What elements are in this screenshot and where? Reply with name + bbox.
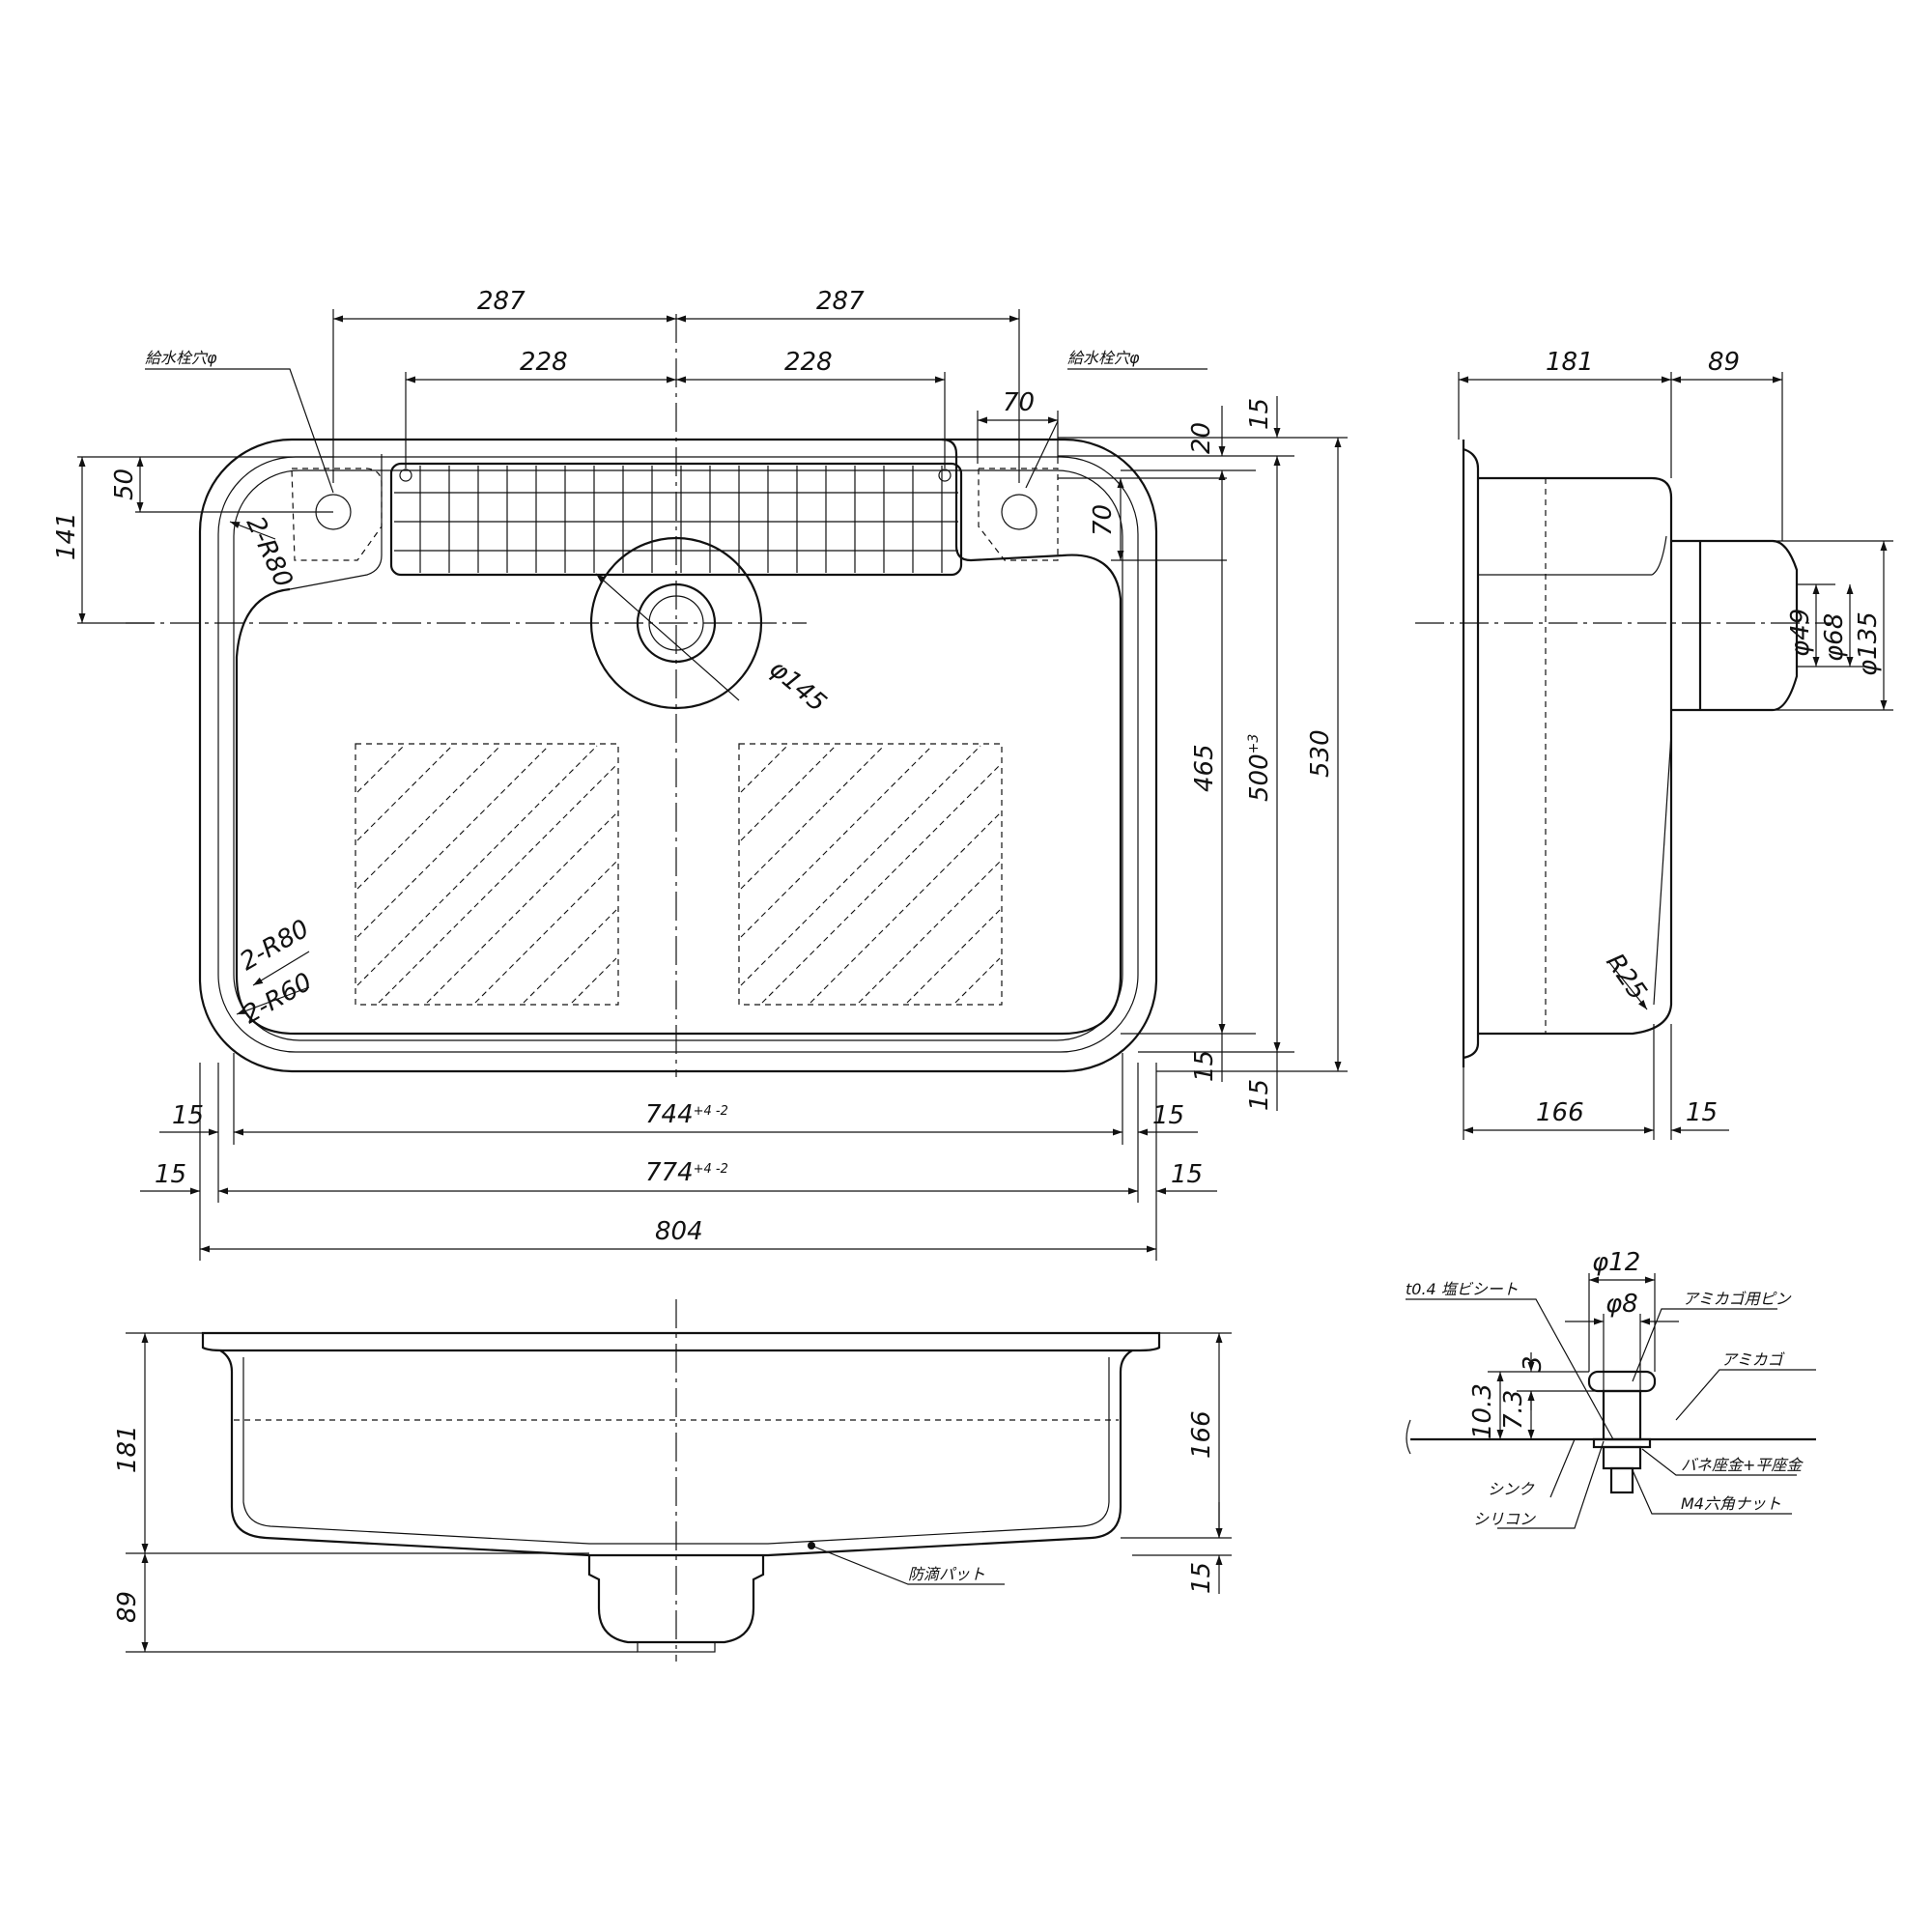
detail-bolt-end — [1609, 1466, 1634, 1494]
dim-15-left-1: 15 — [172, 1101, 204, 1130]
dim-500-value: 500 — [1245, 753, 1274, 802]
side-view: 181 89 166 15 φ49 φ68 φ135 R25 — [1415, 348, 1893, 1140]
detail-label-silicone: シリコン — [1473, 1510, 1536, 1528]
dim-287-right: 287 — [816, 287, 865, 316]
side-slope-line — [1653, 733, 1672, 1006]
dim-141: 141 — [52, 512, 81, 560]
dim-15-top: 15 — [1245, 398, 1274, 430]
dim-15-right-1: 15 — [1152, 1101, 1184, 1130]
side-dim-89: 89 — [1708, 348, 1740, 377]
dim-15-bottom-1: 15 — [1190, 1050, 1219, 1082]
dim-15-right-2: 15 — [1171, 1160, 1203, 1189]
faucet-hole-label-left: 給水栓穴φ — [145, 349, 217, 367]
faucet-hole-label-right: 給水栓穴φ — [1067, 349, 1140, 367]
detail-dimension-lines — [1406, 1273, 1816, 1529]
faucet-hole-right — [1001, 494, 1037, 530]
dim-804: 804 — [655, 1217, 703, 1246]
sink-inner-rim — [217, 456, 1139, 1053]
dim-50: 50 — [110, 469, 139, 500]
front-drain-cap — [637, 1641, 716, 1653]
detail-label-nut: M4六角ナット — [1681, 1494, 1781, 1513]
detail-pin-head — [1587, 1370, 1657, 1393]
basket-pin-right — [938, 469, 952, 482]
anti-drip-pad-right — [738, 743, 1003, 1006]
anti-drip-pad-left — [355, 743, 619, 1006]
detail-dim-10-3: 10.3 — [1468, 1383, 1497, 1439]
detail-view: φ12 φ8 3 10.3 7.3 t0.4 塩ビシート アミカゴ用ピン アミカ… — [1406, 1248, 1816, 1529]
front-body — [219, 1350, 1133, 1557]
detail-dim-phi8: φ8 — [1605, 1290, 1638, 1319]
front-dim-181: 181 — [113, 1425, 142, 1473]
sink-basin-outline — [235, 438, 1122, 1036]
dim-228-right: 228 — [784, 348, 833, 377]
dim-228-left: 228 — [520, 348, 568, 377]
radius-2-r80-top: 2-R80 — [241, 512, 298, 592]
dim-15-left-2: 15 — [155, 1160, 186, 1189]
detail-dim-phi12: φ12 — [1592, 1248, 1640, 1277]
front-dimension-lines — [126, 1332, 1232, 1653]
radius-2-r60: 2-R60 — [239, 968, 318, 1031]
side-dim-15: 15 — [1686, 1098, 1718, 1127]
detail-dim-7-3: 7.3 — [1499, 1390, 1528, 1430]
side-dim-phi49: φ49 — [1786, 609, 1815, 657]
detail-dim-3: 3 — [1519, 1355, 1548, 1372]
dim-774-value: 774 — [645, 1158, 694, 1187]
detail-nut — [1602, 1445, 1642, 1470]
basket-pin-left — [399, 469, 412, 482]
front-dim-166: 166 — [1187, 1410, 1216, 1459]
plan-view: 287 287 228 228 70 給水栓穴φ 給水栓穴φ 20 15 50 … — [52, 287, 1348, 1261]
dim-phi145: φ145 — [764, 654, 832, 718]
dim-70-right: 70 — [1089, 504, 1118, 536]
sink-outer-rim — [198, 438, 1158, 1073]
dim-20: 20 — [1187, 422, 1216, 454]
detail-label-sheet: t0.4 塩ビシート — [1406, 1280, 1519, 1298]
front-inner-line — [242, 1357, 1110, 1545]
plan-dimension-lines — [77, 309, 1348, 1261]
side-inner-slope — [1478, 535, 1667, 576]
side-radius-r25: R25 — [1600, 949, 1652, 1006]
dim-744-tolerance: +4 -2 — [694, 1104, 728, 1119]
detail-label-washer: バネ座金+平座金 — [1681, 1456, 1804, 1474]
side-dim-166: 166 — [1536, 1098, 1584, 1127]
detail-label-pin: アミカゴ用ピン — [1683, 1290, 1792, 1308]
dim-530: 530 — [1306, 729, 1335, 778]
faucet-pad-right — [978, 468, 1059, 561]
dim-15-bottom-2: 15 — [1245, 1079, 1274, 1111]
side-drain-outlet — [1671, 539, 1799, 712]
pad-hatching-right — [740, 745, 1001, 1004]
front-view: 181 89 166 15 防滴パット — [113, 1299, 1232, 1662]
dim-744: 744+4 -2 — [645, 1100, 728, 1129]
pad-leader-dot — [808, 1542, 815, 1549]
side-flange — [1462, 440, 1480, 1067]
pad-hatching-left — [356, 745, 617, 1004]
front-flange — [201, 1331, 1161, 1352]
dim-70-top: 70 — [1003, 388, 1035, 417]
detail-label-sink: シンク — [1488, 1480, 1535, 1498]
faucet-pad-left — [291, 468, 383, 561]
dim-500: 500+3 — [1245, 734, 1274, 802]
dim-774-tolerance: +4 -2 — [694, 1162, 728, 1177]
anti-drip-pad-label: 防滴パット — [908, 1565, 985, 1583]
sink-deck-edge — [233, 469, 1123, 1041]
dim-287-left: 287 — [477, 287, 526, 316]
front-dim-15: 15 — [1187, 1562, 1216, 1594]
side-dim-phi135: φ135 — [1854, 611, 1883, 676]
detail-label-basket: アミカゴ — [1721, 1350, 1785, 1369]
dim-774: 774+4 -2 — [645, 1158, 728, 1187]
side-dimension-lines — [1458, 372, 1893, 1140]
dim-500-tolerance: +3 — [1246, 734, 1262, 754]
side-body — [1478, 476, 1673, 1036]
side-dim-181: 181 — [1546, 348, 1594, 377]
front-dim-89: 89 — [113, 1591, 142, 1623]
side-dim-phi68: φ68 — [1820, 613, 1849, 662]
dim-744-value: 744 — [645, 1100, 694, 1129]
dim-465: 465 — [1190, 744, 1219, 792]
